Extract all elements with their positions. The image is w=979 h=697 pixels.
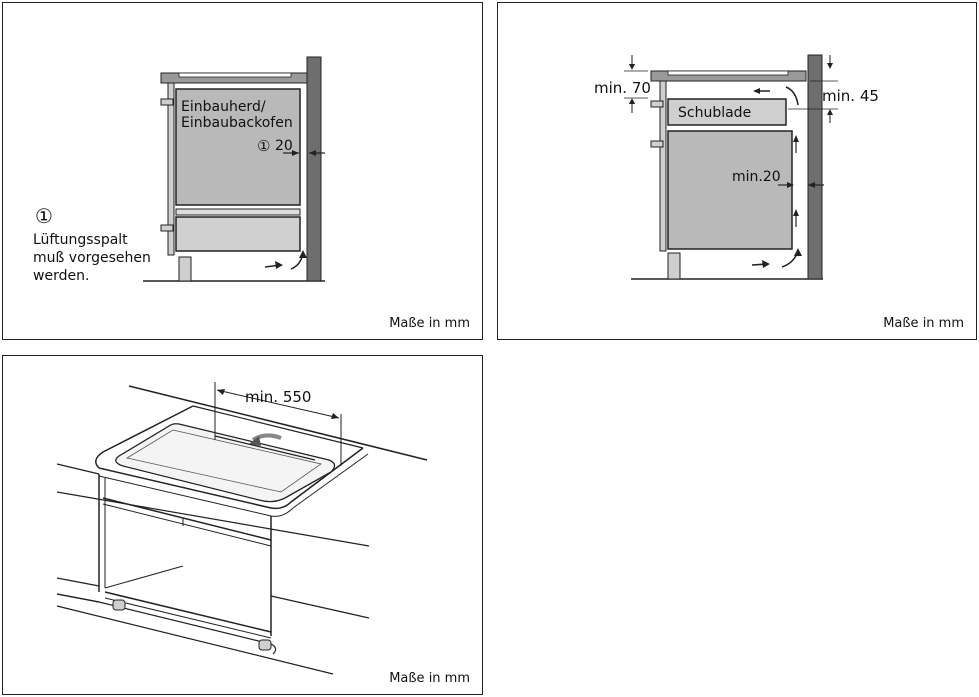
airflow-up-1-head <box>793 135 799 142</box>
unit-label: Maße in mm <box>389 671 470 686</box>
dim-550-head-left <box>217 389 225 395</box>
plinth-front <box>56 593 277 655</box>
floor-line <box>56 605 334 675</box>
cabinet-line-lower-left <box>56 577 100 587</box>
dim-70-head-bottom <box>629 98 635 104</box>
unit-label: Maße in mm <box>389 316 470 331</box>
dim-min-550: min. 550 <box>245 388 311 406</box>
counter-left-front <box>56 463 100 475</box>
oven-installation-drawing: Einbauherd/ Einbaubackofen ① 20 ① <box>35 56 325 282</box>
note-marker: ① <box>35 204 53 228</box>
drawer-handle <box>160 224 174 232</box>
note-line1: Lüftungsspalt <box>33 232 128 248</box>
wall <box>306 56 322 282</box>
wall <box>807 54 823 280</box>
countertop-perspective-drawing: min. 550 <box>56 382 428 675</box>
drawer-handle <box>650 100 664 108</box>
cabinet-line-upper <box>56 491 370 547</box>
countertop-cutout <box>115 423 336 503</box>
airflow-bottom-head <box>762 260 770 268</box>
cabinet-side <box>659 80 667 252</box>
cabinet-leg <box>667 252 681 280</box>
dim-min-20: min.20 <box>732 169 781 185</box>
counter-back-inner <box>192 405 364 449</box>
airflow-arrowhead <box>275 261 283 269</box>
dim-min-45: min. 45 <box>822 87 879 105</box>
foot-right <box>258 639 272 651</box>
back-gap-line <box>214 435 316 461</box>
airflow-gap-arrowhead <box>249 436 261 446</box>
airflow-gap-arrow <box>251 433 282 442</box>
cabinet-right-lower <box>270 595 370 619</box>
airflow-up-2-head <box>793 209 799 216</box>
cabinet-side <box>167 82 175 256</box>
airflow-bottom-curve-head <box>794 248 802 256</box>
oven-body <box>667 130 793 250</box>
counter-front-edge <box>98 447 364 510</box>
cavity-bottom-front <box>104 591 272 633</box>
counter-back-edge <box>128 385 428 461</box>
appliance-label-line1: Einbauherd/ <box>181 99 266 115</box>
oven-body <box>175 88 301 206</box>
note-line2: muß vorgesehen <box>33 250 151 266</box>
cabinet-leg <box>178 256 192 282</box>
oven-knob <box>160 98 174 106</box>
oven-top-rail-inner <box>102 503 272 547</box>
dim-550-line <box>216 389 340 419</box>
gap-value: 20 <box>275 138 293 154</box>
diagram-panel-oven: Einbauherd/ Einbaubackofen ① 20 ① Lüftun… <box>2 2 483 340</box>
dim-550-head-right <box>331 413 339 419</box>
diagram-panel-countertop: min. 550 Maße in mm <box>2 355 483 695</box>
dim-70-head-top <box>629 64 635 70</box>
drawer-rail <box>175 208 301 216</box>
cavity-floor-diag <box>104 565 184 589</box>
counter-left-edge <box>95 405 194 469</box>
foot-left <box>112 599 126 611</box>
drawer-installation-drawing: min. 70 min. 45 Schublade min.20 <box>594 54 879 280</box>
gap-arrowhead-left <box>292 150 299 156</box>
ventilation-note: Lüftungsspalt muß vorgesehen werden. <box>33 231 151 285</box>
dim-20-head-left <box>787 182 794 188</box>
oven-knob <box>650 140 664 148</box>
counter-right-thickness <box>292 453 369 509</box>
oven-top-rail <box>102 497 272 541</box>
diagram-panel-drawer: min. 70 min. 45 Schublade min.20 Maße in… <box>497 2 977 340</box>
gap-arrowhead-right <box>309 150 316 156</box>
countertop-top-edge <box>178 72 292 78</box>
appliance-label-line2: Einbaubackofen <box>181 115 293 131</box>
drawer <box>667 98 787 126</box>
dim-min-70: min. 70 <box>594 79 651 97</box>
airflow-top-head <box>753 88 760 94</box>
countertop-top-edge <box>667 70 789 76</box>
dim-20-head-right <box>808 182 815 188</box>
dim-45-head-top <box>827 63 833 69</box>
airflow-top-curve <box>785 86 799 106</box>
unit-label: Maße in mm <box>883 316 964 331</box>
drawer-label: Schublade <box>678 105 751 121</box>
lower-drawer <box>175 216 301 252</box>
airflow-curve-head <box>299 250 307 258</box>
dim-45-head-bottom <box>827 109 833 115</box>
cutout-inner-edge <box>125 429 322 493</box>
note-line3: werden. <box>33 268 90 284</box>
gap-marker: ① <box>257 137 270 155</box>
cavity-bottom-inner <box>104 597 272 639</box>
